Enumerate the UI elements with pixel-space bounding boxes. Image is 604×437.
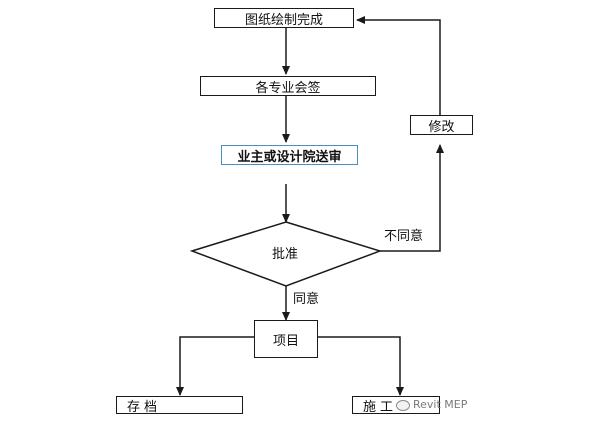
archive-box: 存档 (116, 396, 243, 415)
approval-label: 批准 (272, 247, 299, 262)
submit-review-box: 业主或设计院送审 (221, 145, 358, 165)
arrow-revise-to-drawing (356, 16, 441, 115)
drawing-complete-box: 图纸绘制完成 (214, 8, 354, 28)
arrow-disagree-to-revise (380, 144, 444, 252)
wechat-icon (396, 399, 410, 411)
agree-label: 同意 (293, 292, 320, 307)
watermark-text: Revit MEP (413, 398, 468, 411)
disagree-label: 不同意 (384, 229, 424, 244)
watermark: Revit MEP (396, 398, 476, 411)
arrow-project-to-construction (318, 336, 404, 396)
project-box: 项目 (254, 320, 318, 358)
arrow-project-to-archive (176, 336, 254, 396)
countersign-box: 各专业会签 (200, 76, 376, 96)
revise-box: 修改 (410, 115, 473, 135)
